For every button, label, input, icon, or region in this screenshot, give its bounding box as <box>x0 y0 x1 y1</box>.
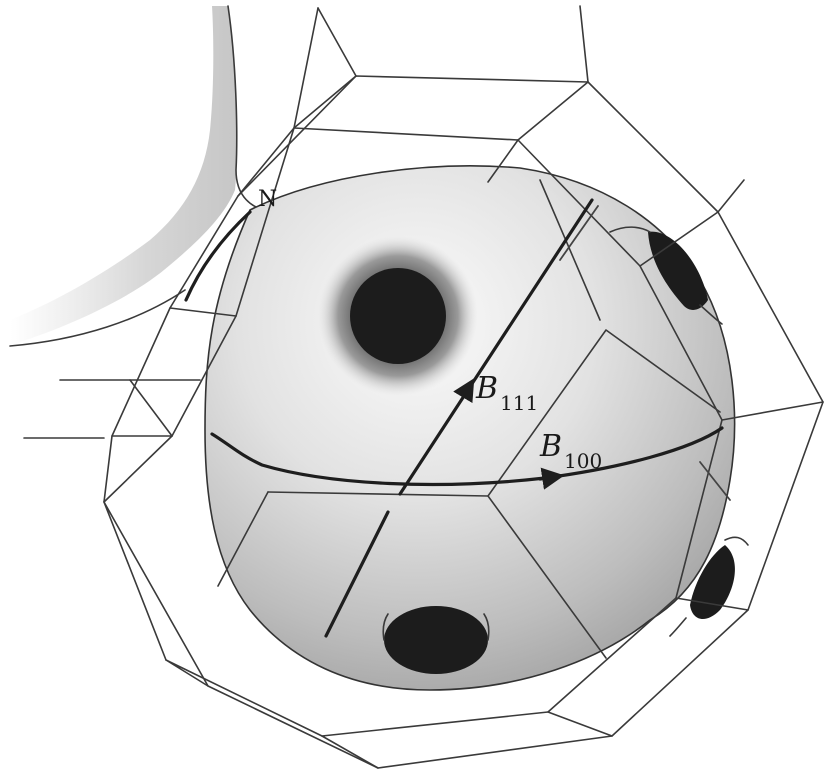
b111-symbol: B <box>475 371 498 406</box>
b100-symbol: B <box>539 429 562 464</box>
label-n: N <box>258 187 277 212</box>
front-neck-disc <box>318 236 478 396</box>
b100-subscript: 100 <box>564 449 602 473</box>
neck-disc-bottom <box>383 606 489 674</box>
b111-subscript: 111 <box>500 391 538 415</box>
n-point-label: N <box>258 187 277 212</box>
